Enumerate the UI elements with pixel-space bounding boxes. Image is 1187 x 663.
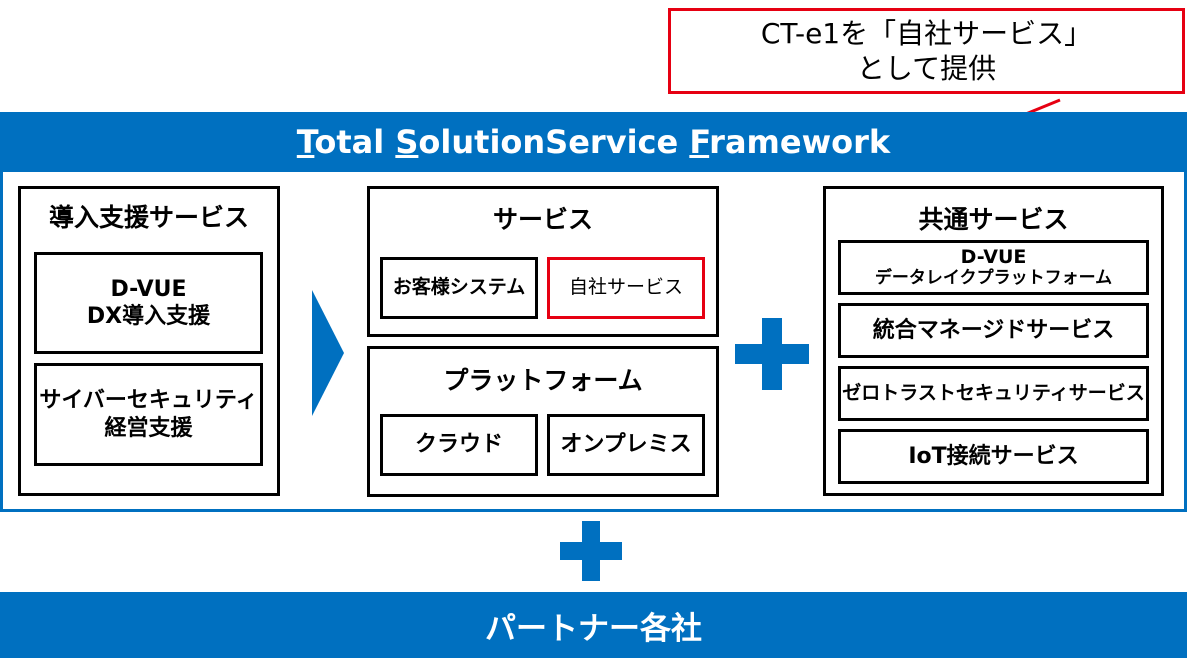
title-initial-s: S	[395, 123, 419, 161]
dvue-dx-line-1: D-VUE	[110, 276, 187, 302]
framework-title: Total SolutionService Framework	[0, 112, 1187, 172]
customer-system-box: お客様システム	[380, 257, 538, 319]
dvue-dx-box: D-VUE DX導入支援	[34, 252, 263, 354]
callout-box: CT-e1を「自社サービス」 として提供	[668, 8, 1185, 94]
chevron-right-icon	[312, 290, 344, 416]
plus-icon-bottom	[560, 521, 622, 581]
dvue-datalake-line-1: D-VUE	[960, 245, 1027, 268]
plus-icon	[735, 318, 809, 390]
cybersecurity-line-2: 経営支援	[104, 415, 193, 441]
cloud-box: クラウド	[380, 414, 538, 476]
platform-panel-title: プラットフォーム	[443, 366, 643, 395]
title-part-1: otal	[314, 123, 396, 161]
title-part-3: ramework	[709, 123, 891, 161]
services-panel-title: サービス	[492, 205, 593, 234]
cybersecurity-line-1: サイバーセキュリティ	[39, 388, 258, 413]
common-services-title: 共通サービス	[918, 205, 1069, 234]
callout-line-2: として提供	[856, 52, 997, 85]
dvue-datalake-box: D-VUE データレイクプラットフォーム	[838, 240, 1149, 295]
iot-connection-box: IoT接続サービス	[838, 429, 1149, 484]
callout-line-1: CT-e1を「自社サービス」	[760, 17, 1093, 50]
dvue-datalake-line-2: データレイクプラットフォーム	[874, 267, 1113, 288]
onpremise-box: オンプレミス	[547, 414, 705, 476]
own-service-box: 自社サービス	[547, 257, 705, 319]
zero-trust-box: ゼロトラストセキュリティサービス	[838, 366, 1149, 421]
managed-service-box: 統合マネージドサービス	[838, 303, 1149, 358]
dvue-dx-line-2: DX導入支援	[86, 304, 211, 329]
title-initial-t: T	[296, 123, 315, 161]
onboarding-panel-title: 導入支援サービス	[48, 203, 249, 232]
title-part-2: olutionService	[418, 123, 690, 161]
cybersecurity-box: サイバーセキュリティ 経営支援	[34, 363, 263, 466]
title-initial-f: F	[689, 123, 710, 161]
partners-bar: パートナー各社	[0, 592, 1187, 658]
